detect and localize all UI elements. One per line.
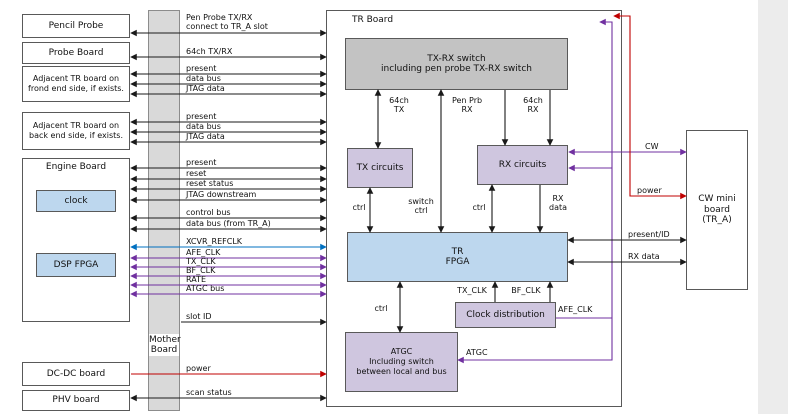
signal-rate: RATE xyxy=(186,275,207,284)
signal-64ch-tx: 64ch TX xyxy=(389,96,409,114)
signal-64ch-txrx: 64ch TX/RX xyxy=(186,47,233,56)
dsp-fpga-block: DSP FPGA xyxy=(36,253,116,277)
signal-64ch-rx: 64ch RX xyxy=(523,96,543,114)
signal-jtag-data-back: JTAG data xyxy=(186,132,225,141)
signal-control-bus: control bus xyxy=(186,208,231,217)
tr-board-label: TR Board xyxy=(352,15,394,25)
signal-rx-data-right: RX data xyxy=(628,252,660,261)
signal-data-bus-back: data bus xyxy=(186,122,221,131)
phv-board: PHV board xyxy=(22,390,130,411)
signal-present-id: present/ID xyxy=(628,230,670,239)
signal-ctrl-tx: ctrl xyxy=(352,203,366,212)
pencil-probe-board: Pencil Probe xyxy=(22,14,130,38)
signal-bf-clk-internal: BF_CLK xyxy=(511,286,541,295)
clock-distribution-block: Clock distribution xyxy=(455,302,556,328)
signal-afe-clk: AFE_CLK xyxy=(186,248,221,257)
signal-pen-prb-rx: Pen Prb RX xyxy=(451,96,483,114)
clock-block: clock xyxy=(36,190,116,212)
signal-pen-probe-txrx: Pen Probe TX/RX connect to TR_A slot xyxy=(186,13,268,31)
signal-scan-status: scan status xyxy=(186,388,232,397)
signal-present-engine: present xyxy=(186,158,217,167)
page-margin xyxy=(758,0,788,414)
mother-board-label: Mother Board xyxy=(149,334,181,356)
tx-circuits-block: TX circuits xyxy=(347,148,413,188)
signal-data-bus-from-tra: data bus (from TR_A) xyxy=(186,219,271,228)
signal-jtag-data-front: JTAG data xyxy=(186,84,225,93)
signal-atgc-bus: ATGC bus xyxy=(186,284,225,293)
txrx-switch-block: TX-RX switch including pen probe TX-RX s… xyxy=(345,38,568,90)
tr-fpga-block: TR FPGA xyxy=(347,232,568,282)
signal-power-right: power xyxy=(637,186,662,195)
signal-tx-clk-internal: TX_CLK xyxy=(457,286,487,295)
probe-board: Probe Board xyxy=(22,42,130,64)
signal-cw: CW xyxy=(645,142,659,151)
cw-mini-board: CW mini board (TR_A) xyxy=(686,130,748,290)
signal-present-back: present xyxy=(186,112,217,121)
signal-slot-id: slot ID xyxy=(186,312,212,321)
signal-present-front: present xyxy=(186,64,217,73)
signal-jtag-downstream: JTAG downstream xyxy=(186,190,257,199)
engine-board xyxy=(22,158,130,322)
engine-board-label: Engine Board xyxy=(45,162,107,172)
atgc-block: ATGC Including switch between local and … xyxy=(345,332,458,392)
signal-reset: reset xyxy=(186,169,207,178)
signal-rx-data-internal: RX data xyxy=(548,194,568,212)
signal-ctrl-rx: ctrl xyxy=(472,203,486,212)
signal-xcvr-refclk: XCVR_REFCLK xyxy=(186,237,243,246)
signal-afe-clk-internal: AFE_CLK xyxy=(558,305,593,314)
signal-power-left: power xyxy=(186,364,211,373)
signal-tx-clk: TX_CLK xyxy=(186,257,216,266)
signal-switch-ctrl: switch ctrl xyxy=(408,197,434,215)
rx-circuits-block: RX circuits xyxy=(477,145,568,185)
signal-data-bus-front: data bus xyxy=(186,74,221,83)
dcdc-board: DC-DC board xyxy=(22,362,130,386)
signal-bf-clk: BF_CLK xyxy=(186,266,216,275)
signal-ctrl-atgc: ctrl xyxy=(374,304,388,313)
signal-reset-status: reset status xyxy=(186,179,234,188)
adjacent-tr-board-back: Adjacent TR board on back end side, if e… xyxy=(22,112,130,150)
adjacent-tr-board-front: Adjacent TR board on frond end side, if … xyxy=(22,66,130,102)
signal-atgc-internal: ATGC xyxy=(466,348,488,357)
